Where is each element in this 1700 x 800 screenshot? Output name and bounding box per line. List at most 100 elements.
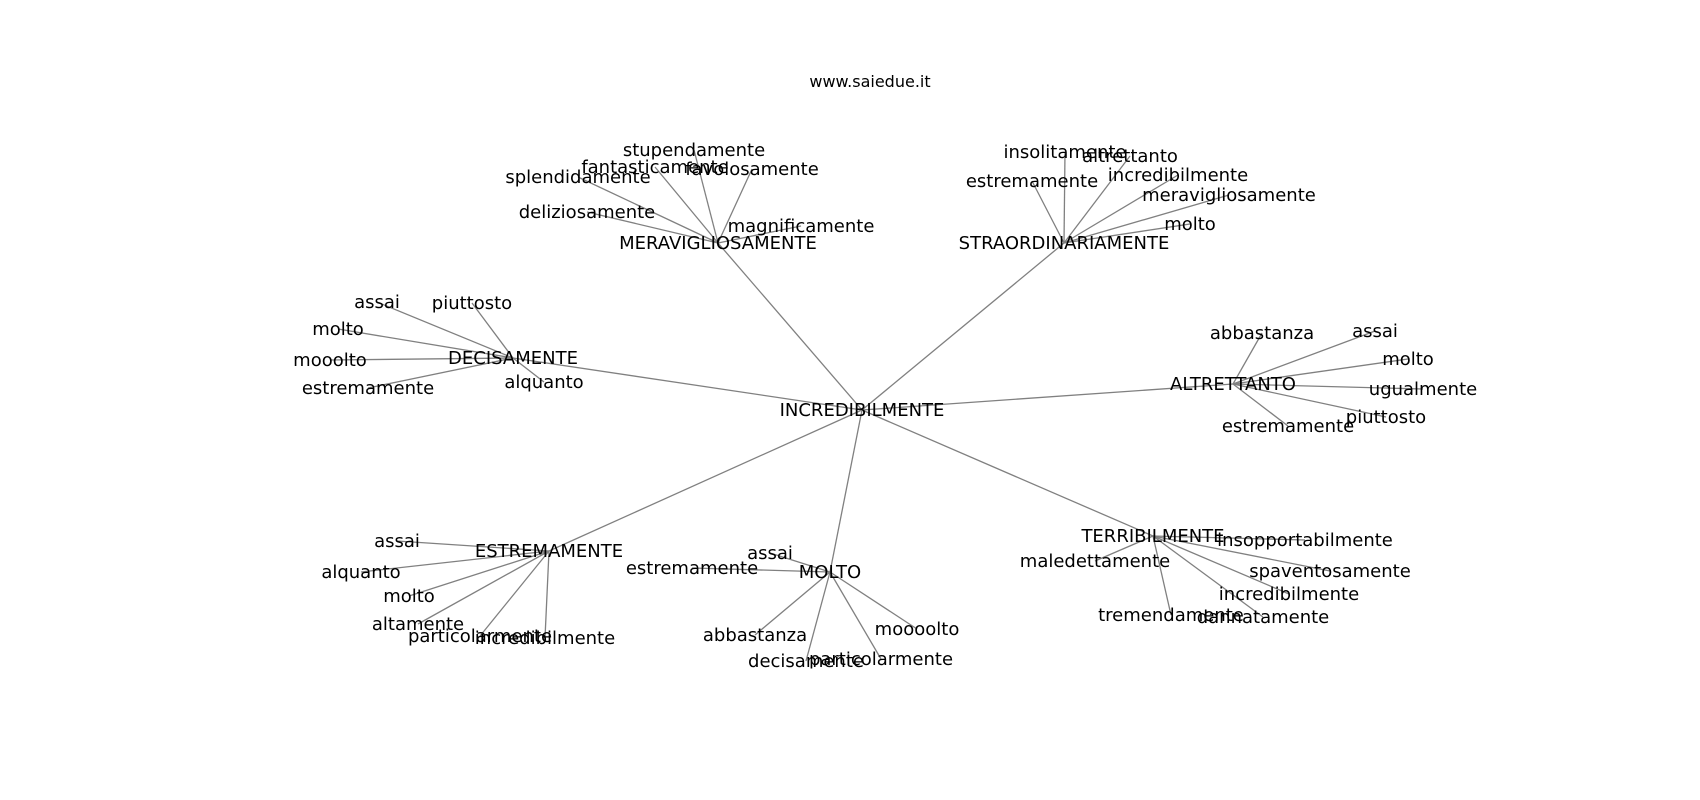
leaf-node-label: mooolto (293, 350, 367, 371)
graph-edge (471, 302, 514, 359)
graph-edge (1063, 194, 1230, 244)
leaf-node-label: magnificamente (728, 216, 875, 237)
hub-node-label: ALTRETTANTO (1170, 374, 1296, 395)
leaf-node-label: fantasticamente (581, 157, 728, 178)
leaf-node-label: piuttosto (1346, 407, 1426, 428)
leaf-node-label: incredibilmente (475, 628, 615, 649)
leaf-node-label: assai (354, 292, 400, 313)
leaf-node-label: insolitamente (1003, 142, 1126, 163)
graph-edge (512, 357, 863, 411)
graph-edge (861, 409, 1154, 537)
graph-edge (1063, 174, 1179, 244)
graph-edge (1232, 383, 1424, 390)
graph-labels: INCREDIBILMENTE MERAVIGLIOSAMENTE stupenda… (293, 140, 1477, 672)
hub-node-label: STRAORDINARIAMENTE (959, 233, 1170, 254)
graph-edge (1031, 180, 1065, 244)
graph-edge (861, 242, 1065, 411)
leaf-node-label: ugualmente (1369, 379, 1477, 400)
leaf-node-label: splendidamente (505, 167, 650, 188)
graph-edge (693, 149, 719, 244)
graph-edge (1063, 155, 1131, 244)
graph-edge (861, 383, 1234, 411)
leaf-node-label: estremamente (966, 171, 1098, 192)
graph-edge (1063, 223, 1191, 244)
leaf-node-label: altrettanto (1082, 146, 1178, 167)
leaf-node-label: assai (747, 543, 793, 564)
graph-edge (548, 409, 863, 552)
graph-edges (329, 149, 1424, 662)
hub-node-label: MOLTO (799, 562, 861, 583)
leaf-node-label: meravigliosamente (1142, 185, 1316, 206)
leaf-node-label: spaventosamente (1249, 561, 1411, 582)
leaf-node-label: dannatamente (1197, 607, 1330, 628)
leaf-node-label: alquanto (321, 562, 400, 583)
graph-edge (829, 571, 882, 660)
leaf-node-label: estremamente (626, 558, 758, 579)
leaf-node-label: abbastanza (1210, 323, 1314, 344)
graph-edge (654, 166, 719, 244)
hub-node-label: MERAVIGLIOSAMENTE (619, 233, 817, 254)
graph-edge (1094, 535, 1154, 562)
graph-edge (829, 409, 863, 573)
graph-edge (1232, 330, 1376, 385)
leaf-node-label: favolosamente (685, 159, 819, 180)
hub-node-label: DECISAMENTE (448, 348, 578, 369)
hub-node-label: ESTREMAMENTE (475, 541, 623, 562)
graph-title: www.saiedue.it (809, 72, 930, 91)
graph-edge (396, 540, 550, 552)
leaf-node-label: abbastanza (703, 625, 807, 646)
leaf-node-label: decisamente (748, 651, 864, 672)
graph-edge (479, 550, 550, 637)
graph-edge (1232, 332, 1263, 385)
graph-edge (360, 550, 550, 573)
graph-edge (717, 225, 802, 244)
leaf-node-label: molto (312, 319, 364, 340)
leaf-node-label: deliziosamente (519, 202, 656, 223)
graph-edge (337, 328, 514, 359)
leaf-node-label: stupendamente (623, 140, 765, 161)
leaf-node-label: particolarmente (408, 626, 552, 647)
leaf-node-label: assai (1352, 321, 1398, 342)
leaf-node-label: maledettamente (1020, 551, 1170, 572)
leaf-node-label: estremamente (1222, 416, 1354, 437)
graph-edge (577, 176, 719, 244)
leaf-node-label: particolarmente (809, 649, 953, 670)
leaf-node-label: tremendamente (1098, 605, 1244, 626)
leaf-node-label: alquanto (504, 372, 583, 393)
graph-edge (1232, 383, 1387, 418)
graph-edge (805, 571, 831, 662)
leaf-node-label: molto (1382, 349, 1434, 370)
graph-edge (754, 571, 831, 636)
graph-edge (717, 242, 863, 411)
leaf-node-label: moooolto (875, 619, 960, 640)
hub-node-label: TERRIBILMENTE (1080, 526, 1224, 547)
graph-edge (367, 357, 514, 389)
graph-edge (1063, 151, 1066, 244)
graph-edge (769, 552, 831, 573)
leaf-node-label: estremamente (302, 378, 434, 399)
graph-edge (1232, 358, 1409, 385)
graph-edge (544, 550, 550, 639)
graph-edge (1152, 535, 1331, 572)
leaf-node-label: assai (374, 531, 420, 552)
graph-edge (512, 357, 545, 383)
root-node-label: INCREDIBILMENTE (780, 400, 945, 421)
graph-edge (417, 550, 550, 625)
graph-edge (1232, 383, 1289, 427)
graph-edge (1152, 535, 1306, 541)
graph-edge (691, 567, 831, 573)
leaf-node-label: incredibilmente (1219, 584, 1359, 605)
graph-edge (1152, 535, 1264, 618)
leaf-node-label: molto (1164, 214, 1216, 235)
graph-edge (586, 211, 719, 244)
graph-edge (717, 168, 753, 244)
leaf-node-label: piuttosto (432, 293, 512, 314)
leaf-node-label: insopportabilmente (1217, 530, 1393, 551)
graph-edge (829, 571, 918, 630)
leaf-node-label: molto (383, 586, 435, 607)
graph-edge (329, 357, 514, 361)
graph-edge (376, 301, 514, 359)
graph-edge (1152, 535, 1290, 595)
graph-edge (1152, 535, 1172, 616)
